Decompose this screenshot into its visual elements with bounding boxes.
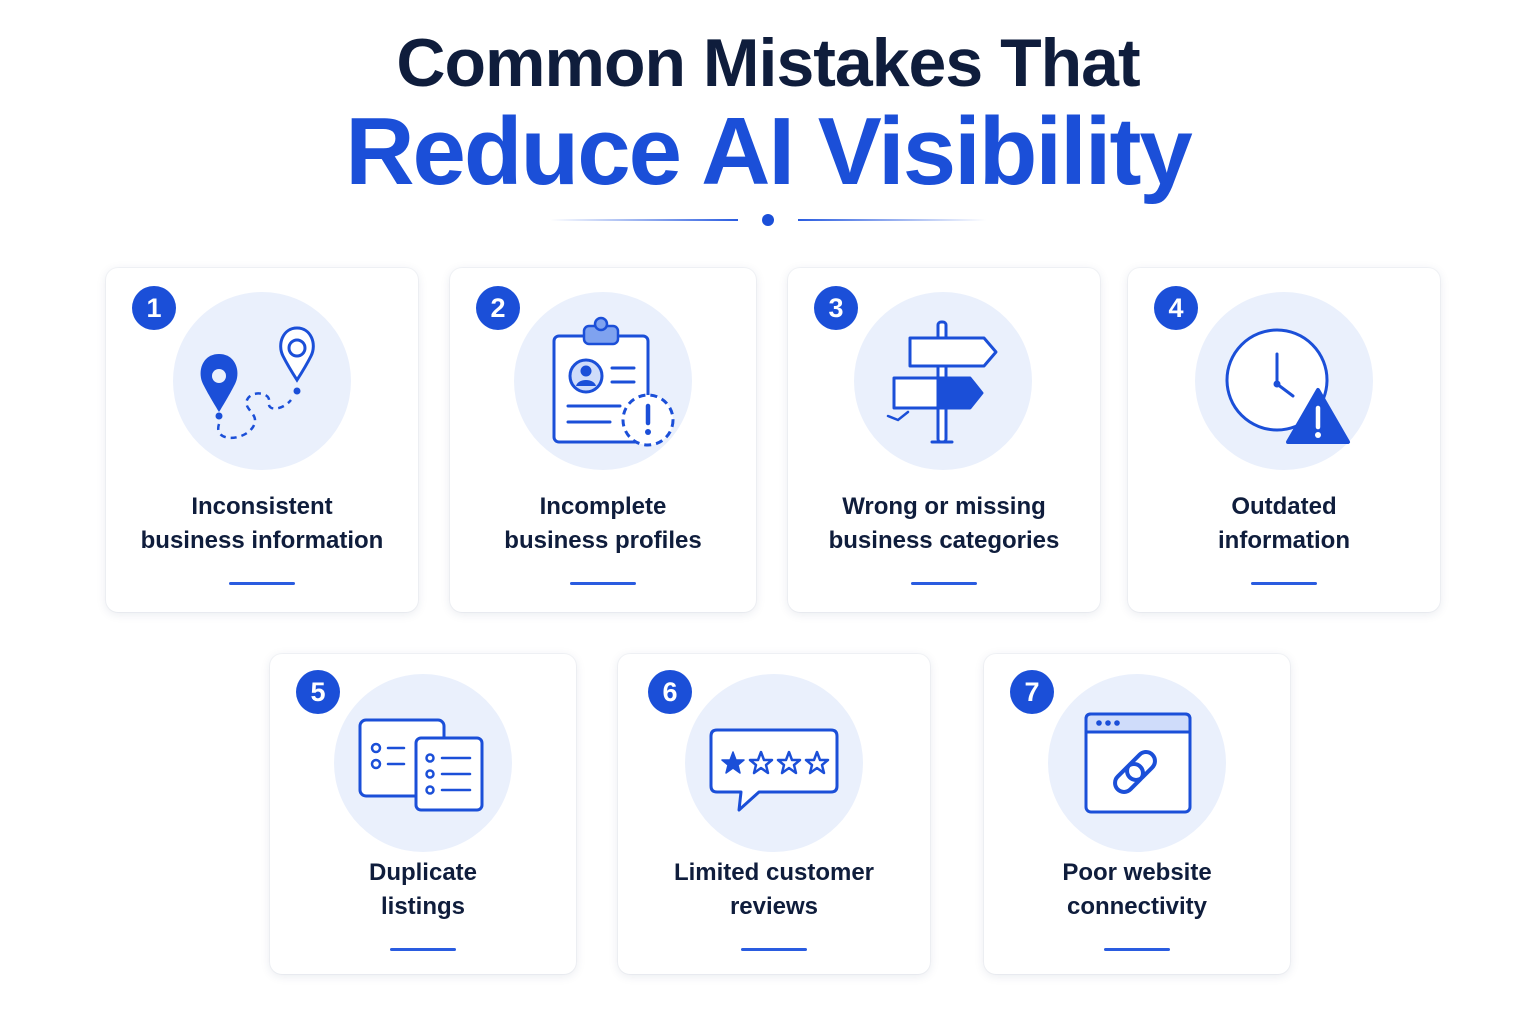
duplicate-lists-icon: [358, 718, 484, 812]
title-divider: [0, 210, 1536, 230]
icon-circle: [685, 674, 863, 852]
title-line-1: Common Mistakes That: [396, 25, 1140, 101]
mistake-card-6: 6 Limited customer reviews: [618, 654, 930, 974]
icon-circle: [854, 292, 1032, 470]
mistake-card-7: 7 Poor website connectivity: [984, 654, 1290, 974]
card-label: Incomplete business profiles: [450, 490, 756, 558]
card-number-badge: 6: [648, 670, 692, 714]
card-label-line2: listings: [380, 893, 465, 920]
card-label-line1: Outdated: [1231, 493, 1337, 520]
card-number-badge: 2: [476, 286, 520, 330]
icon-circle: [1048, 674, 1226, 852]
card-label-line1: Wrong or missing: [842, 493, 1046, 520]
card-label: Poor website connectivity: [984, 856, 1290, 924]
card-number-badge: 4: [1154, 286, 1198, 330]
card-underline: [1251, 582, 1317, 585]
map-pins-icon: [200, 326, 315, 440]
card-label: Wrong or missing business categories: [788, 490, 1100, 558]
signpost-icon: [886, 320, 998, 444]
icon-circle: [173, 292, 351, 470]
card-number-badge: 5: [296, 670, 340, 714]
card-number-badge: 7: [1010, 670, 1054, 714]
mistake-card-3: 3 Wrong or missing business categories: [788, 268, 1100, 612]
card-label-line1: Duplicate: [368, 859, 478, 886]
card-label-line2: connectivity: [1066, 893, 1208, 920]
divider-line-left: [550, 219, 738, 221]
card-underline: [390, 948, 456, 951]
card-underline: [741, 948, 807, 951]
card-label-line2: reviews: [729, 893, 819, 920]
card-label-line1: Poor website: [1062, 859, 1212, 886]
mistake-card-2: 2 Incomplete business profiles: [450, 268, 756, 612]
card-underline: [570, 582, 636, 585]
card-label: Duplicate listings: [270, 856, 576, 924]
clipboard-profile-icon: [552, 316, 675, 447]
card-label: Limited customer reviews: [618, 856, 930, 924]
mistake-card-1: 1 Inconsistent business information: [106, 268, 418, 612]
card-label-line2: business categories: [828, 527, 1060, 554]
card-label-line1: Limited customer: [673, 859, 875, 886]
star-review-icon: [709, 728, 839, 812]
card-label-line1: Inconsistent: [191, 493, 333, 520]
card-underline: [911, 582, 977, 585]
card-underline: [1104, 948, 1170, 951]
card-label: Inconsistent business information: [106, 490, 418, 558]
mistake-card-5: 5 Duplicate listings: [270, 654, 576, 974]
browser-link-icon: [1084, 712, 1192, 814]
card-number-badge: 3: [814, 286, 858, 330]
card-label-line2: business information: [140, 527, 384, 554]
mistake-card-4: 4 Outdated information: [1128, 268, 1440, 612]
card-label: Outdated information: [1128, 490, 1440, 558]
divider-line-right: [798, 219, 986, 221]
card-number-badge: 1: [132, 286, 176, 330]
divider-dot: [762, 214, 774, 226]
title-line-2: Reduce AI Visibility: [345, 98, 1193, 205]
icon-circle: [1195, 292, 1373, 470]
card-label-line1: Incomplete: [539, 493, 667, 520]
icon-circle: [334, 674, 512, 852]
clock-warning-icon: [1225, 328, 1350, 444]
card-label-line2: business profiles: [504, 527, 702, 554]
card-label-line2: information: [1218, 527, 1350, 554]
card-underline: [229, 582, 295, 585]
icon-circle: [514, 292, 692, 470]
